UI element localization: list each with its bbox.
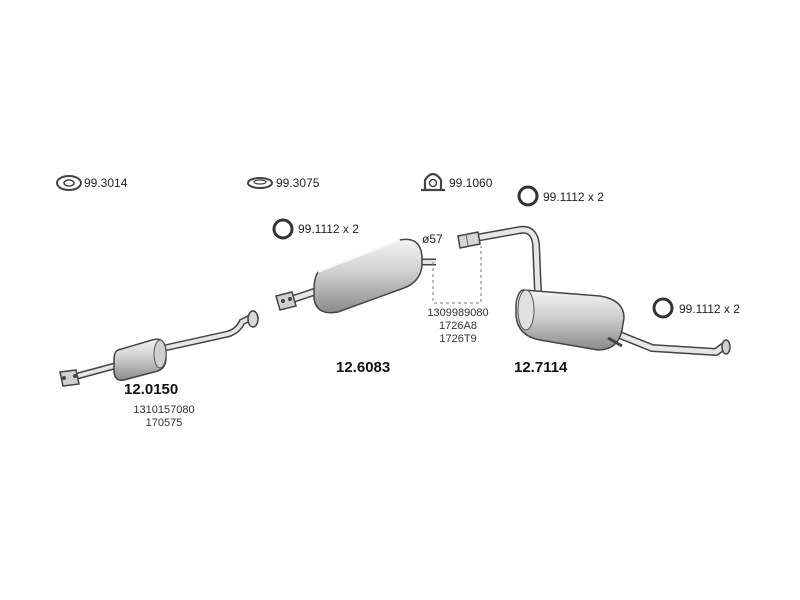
rubber-ring-icon <box>652 297 674 319</box>
rubber-ring-icon <box>272 218 294 240</box>
flange-icon <box>59 369 80 387</box>
middle-silencer-code: 12.6083 <box>336 359 391 376</box>
flange-icon <box>275 291 297 311</box>
part-label-clamp-1: 99.3014 <box>84 176 128 190</box>
part-label-ring-rear: 99.1112 x 2 <box>679 302 740 316</box>
front-pipe-refs: 1310157080 170575 <box>114 404 214 430</box>
part-label-hanger: 99.1060 <box>449 176 493 190</box>
rear-silencer <box>457 225 731 356</box>
clamp-ring-icon <box>56 175 82 191</box>
front-pipe-ref: 1310157080 <box>133 404 195 416</box>
part-label-clamp-2: 99.3075 <box>276 176 320 190</box>
front-pipe <box>59 310 259 387</box>
front-pipe-ref: 170575 <box>145 417 183 429</box>
part-label-ring-front: 99.1112 x 2 <box>298 222 359 236</box>
middle-silencer <box>275 238 436 314</box>
middle-silencer-ref: 1726T9 <box>439 333 477 345</box>
gasket-ring-icon <box>247 177 273 189</box>
part-label-ring-rear-top: 99.1112 x 2 <box>543 190 604 204</box>
diameter-label: ø57 <box>422 232 443 246</box>
rubber-ring-icon <box>517 185 539 207</box>
middle-silencer-refs: 1309989080 1726A8 1726T9 <box>408 307 508 346</box>
u-clamp-icon <box>421 172 445 192</box>
front-pipe-code: 12.0150 <box>124 381 179 398</box>
middle-silencer-ref: 1309989080 <box>427 307 489 319</box>
rear-silencer-code: 12.7114 <box>514 359 568 376</box>
connector-outline <box>432 246 482 304</box>
middle-silencer-ref: 1726A8 <box>439 320 477 332</box>
